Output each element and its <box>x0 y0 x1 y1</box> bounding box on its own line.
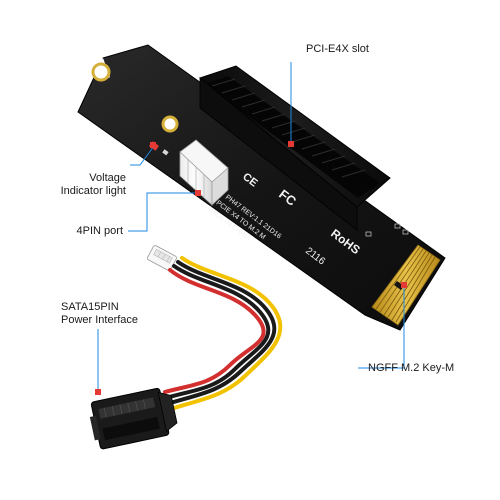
mount-hole-middle <box>161 115 179 133</box>
callout-lines <box>97 62 405 395</box>
pcie-slot-label: PCI-E4X slot <box>306 43 369 55</box>
fourpin-plug <box>147 245 177 271</box>
pcb-board <box>77 44 446 331</box>
callout-dot-ngff <box>401 282 407 288</box>
callout-dot-4pin <box>195 190 201 196</box>
callout-line-4pin <box>128 192 199 232</box>
callout-line-ngff <box>358 286 405 369</box>
sata-connector <box>89 387 178 450</box>
mount-hole-top <box>91 62 111 82</box>
voltage-indicator-label: Voltage Indicator light <box>60 172 126 197</box>
power-cable <box>89 245 283 450</box>
pcie-slot <box>198 65 391 231</box>
sata-power-label: SATA15PIN Power Interface <box>61 301 139 326</box>
fourpin-port-label: 4PIN port <box>76 225 123 237</box>
callout-dot-sata <box>95 389 101 395</box>
callout-dot-pcie <box>288 141 294 147</box>
callout-line-led <box>130 145 155 166</box>
ngff-m2-label: NGFF M.2 Key-M <box>368 362 455 374</box>
fourpin-connector-on-board <box>179 139 229 206</box>
callout-dots <box>95 141 407 395</box>
callout-dot-led <box>150 142 156 148</box>
